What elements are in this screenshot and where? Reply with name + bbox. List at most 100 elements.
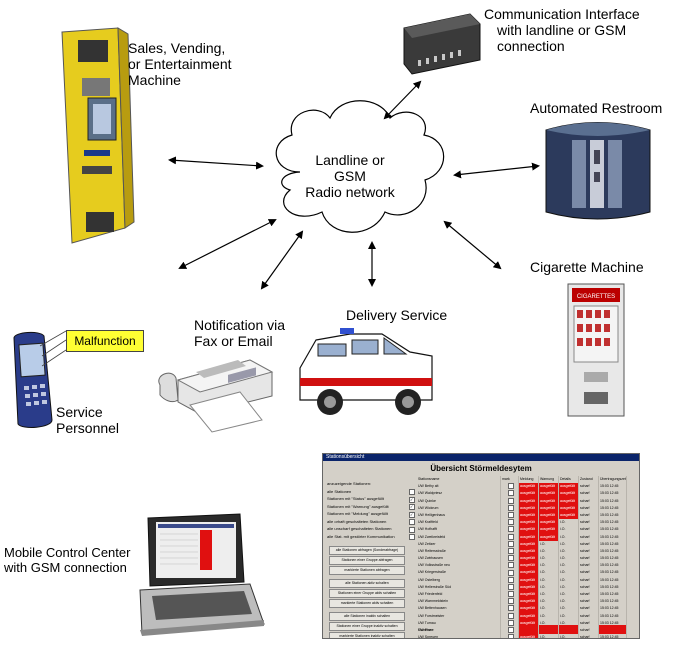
- action-button[interactable]: alle Stationen aktiv schalten: [329, 579, 405, 588]
- action-button[interactable]: markierte Stationen inaktiv schalten: [329, 632, 405, 638]
- row-checkbox[interactable]: [508, 547, 514, 554]
- filter-checkbox[interactable]: [409, 534, 415, 540]
- row-checkbox[interactable]: [508, 512, 514, 519]
- row-checkbox[interactable]: [508, 497, 514, 504]
- column-header[interactable]: Stationsname: [417, 476, 501, 484]
- action-button[interactable]: markierte Stationen aktiv schalten: [329, 599, 405, 608]
- column-header[interactable]: Übertragungszeit: [599, 476, 627, 484]
- table-cell[interactable]: [501, 504, 519, 512]
- filter-option[interactable]: alle Stationen: [327, 488, 415, 495]
- table-cell: UW Zeitzer: [417, 540, 501, 548]
- filter-option[interactable]: Stationen mit "Status" ausgefüllt✓: [327, 495, 415, 503]
- table-cell[interactable]: [501, 576, 519, 584]
- row-checkbox[interactable]: [508, 605, 514, 612]
- column-header[interactable]: Details: [559, 476, 579, 484]
- filter-checkbox[interactable]: ✓: [409, 504, 415, 510]
- row-checkbox[interactable]: [508, 576, 514, 583]
- column-header[interactable]: Meldung: [519, 476, 539, 484]
- row-checkbox[interactable]: [508, 583, 514, 590]
- row-checkbox[interactable]: [508, 569, 514, 576]
- row-checkbox[interactable]: [508, 490, 514, 497]
- filter-checkbox[interactable]: ✓: [409, 511, 415, 518]
- column-header[interactable]: Zustand: [579, 476, 599, 484]
- action-button[interactable]: markierte Stationen abfragen: [329, 566, 405, 575]
- filter-checkbox[interactable]: [409, 519, 415, 525]
- action-button[interactable]: Stationen einer Gruppe abfragen: [329, 556, 405, 565]
- table-cell[interactable]: [501, 483, 519, 491]
- window-heading: Übersicht Störmeldesytem: [430, 464, 532, 473]
- column-header[interactable]: mark: [501, 476, 519, 484]
- table-cell[interactable]: [501, 519, 519, 527]
- table-cell[interactable]: [501, 591, 519, 599]
- fax-label-1: Notification via: [194, 317, 286, 333]
- table-cell[interactable]: [501, 497, 519, 505]
- filter-checkbox[interactable]: [409, 489, 415, 495]
- row-checkbox[interactable]: [508, 634, 514, 638]
- table-cell[interactable]: [501, 612, 519, 620]
- filter-option[interactable]: alle orhaft geschalteten Stationen: [327, 518, 415, 525]
- filter-checkbox[interactable]: [409, 526, 415, 533]
- row-checkbox[interactable]: [508, 504, 514, 511]
- row-checkbox[interactable]: [508, 555, 514, 562]
- row-checkbox[interactable]: [508, 627, 514, 634]
- row-checkbox[interactable]: [508, 619, 514, 626]
- row-checkbox[interactable]: [508, 526, 514, 533]
- table-cell: ausgefüllt: [559, 511, 579, 520]
- filter-option[interactable]: Stationen mit "Warnung" ausgefüllt✓: [327, 503, 415, 510]
- filter-option[interactable]: Stationen mit "Meldung" ausgefüllt✓: [327, 510, 415, 518]
- action-button[interactable]: Stationen einer Gruppe aktiv schalten: [329, 589, 405, 598]
- table-cell[interactable]: [501, 562, 519, 570]
- table-cell[interactable]: [501, 526, 519, 534]
- table-cell[interactable]: [501, 619, 519, 627]
- row-checkbox[interactable]: [508, 540, 514, 547]
- table-cell[interactable]: [501, 490, 519, 498]
- row-checkbox[interactable]: [508, 533, 514, 540]
- column-header[interactable]: Warnung: [539, 476, 559, 484]
- row-checkbox[interactable]: [508, 483, 514, 490]
- table-cell[interactable]: [501, 511, 519, 520]
- table-cell[interactable]: [501, 569, 519, 577]
- filter-checkbox[interactable]: ✓: [409, 496, 415, 503]
- table-cell[interactable]: [501, 583, 519, 591]
- table-cell[interactable]: [501, 540, 519, 548]
- restroom-label: Automated Restroom: [530, 100, 663, 116]
- action-button[interactable]: alle Stationen abfragen (Sonderabfrage): [329, 546, 405, 555]
- table-cell[interactable]: [501, 555, 519, 563]
- row-checkbox[interactable]: [508, 591, 514, 598]
- table-cell[interactable]: [501, 533, 519, 541]
- table-cell[interactable]: [501, 634, 519, 638]
- action-button[interactable]: Stationen einer Gruppe inaktiv schalten: [329, 622, 405, 631]
- table-cell[interactable]: [501, 598, 519, 606]
- filter-option[interactable]: alle unscharf geschalteten Stationen: [327, 525, 415, 533]
- row-checkbox[interactable]: [508, 612, 514, 619]
- row-checkbox[interactable]: [508, 598, 514, 605]
- row-checkbox[interactable]: [508, 562, 514, 569]
- table-cell: scharf: [579, 526, 599, 534]
- row-checkbox[interactable]: [508, 519, 514, 526]
- filter-option[interactable]: alle Stat. mit gestörter Kommunikation: [327, 533, 415, 540]
- action-button[interactable]: alle Stationen inaktiv schalten: [329, 612, 405, 621]
- table-cell[interactable]: [501, 547, 519, 556]
- table-cell[interactable]: [501, 605, 519, 613]
